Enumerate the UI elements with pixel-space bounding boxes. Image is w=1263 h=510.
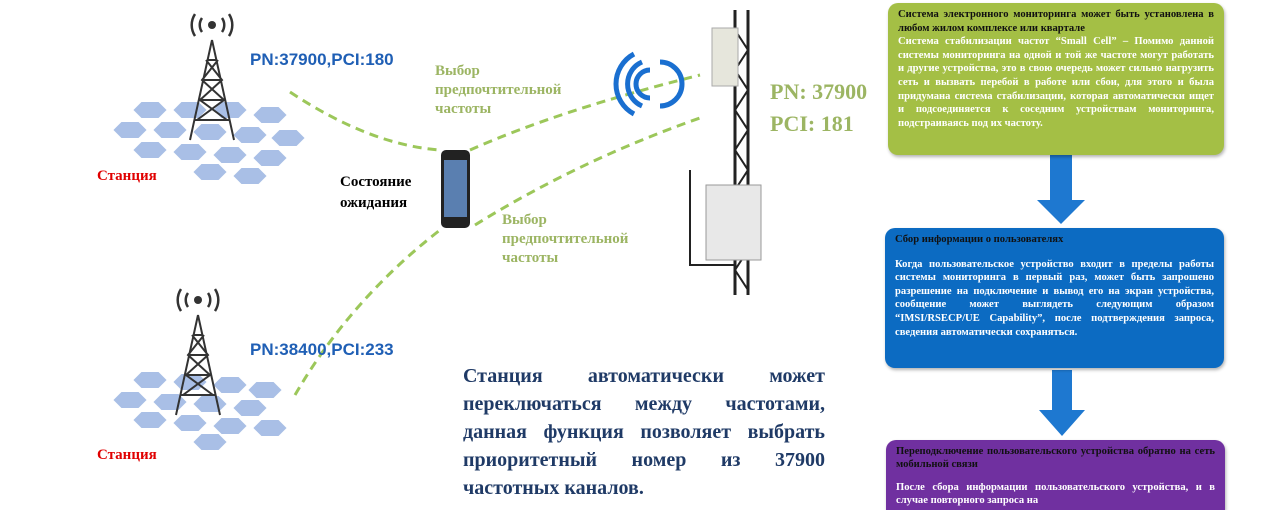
tower2-label: PN:38400,PCI:233	[250, 340, 394, 359]
small-cell-label: PN: 37900 PCI: 181	[770, 76, 867, 140]
step-heading: Переподключение пользовательского устрой…	[896, 446, 1215, 471]
step-heading: Сбор информации о пользователях	[895, 234, 1064, 245]
signal-link-2	[469, 73, 701, 152]
pref-freq-label-2: Выбор предпочтительной частоты	[502, 212, 629, 266]
arrow-down-icon	[1039, 370, 1085, 436]
flow-step-1: Система электронного мониторинга может б…	[888, 3, 1224, 155]
tower1-label: PN:37900,PCI:180	[250, 50, 394, 69]
flow-step-2: Сбор информации о пользователях Когда по…	[885, 228, 1224, 368]
step-heading: Система электронного мониторинга может б…	[898, 9, 1214, 34]
small-cell-pn: PN: 37900	[770, 79, 868, 104]
step-text: После сбора информации пользовательского…	[896, 481, 1215, 507]
small-cell-mast-icon	[689, 10, 762, 295]
flow-step-3: Переподключение пользовательского устрой…	[886, 440, 1225, 510]
signal-link-4	[293, 228, 441, 396]
station-label-1: Станция	[97, 168, 157, 184]
pref-freq-label-1: Выбор предпочтительной частоты	[435, 63, 562, 117]
idle-label: Состояние ожидания	[340, 174, 412, 211]
arrow-down-icon	[1037, 155, 1085, 224]
flow-arrows	[1037, 155, 1085, 436]
signal-link-3	[474, 116, 701, 227]
step-text: Система стабилизации частот “Small Cell”…	[898, 36, 1214, 129]
signal-link-1	[289, 90, 441, 152]
description-text: Станция автоматически может переключатьс…	[463, 365, 825, 499]
wireless-signal-icon	[613, 51, 685, 117]
phone-icon	[441, 150, 470, 228]
small-cell-pci: PCI: 181	[770, 111, 854, 136]
step-text: Когда пользовательское устройство входит…	[895, 258, 1214, 338]
station-label-2: Станция	[97, 447, 157, 463]
tower-icon-1	[188, 12, 236, 142]
